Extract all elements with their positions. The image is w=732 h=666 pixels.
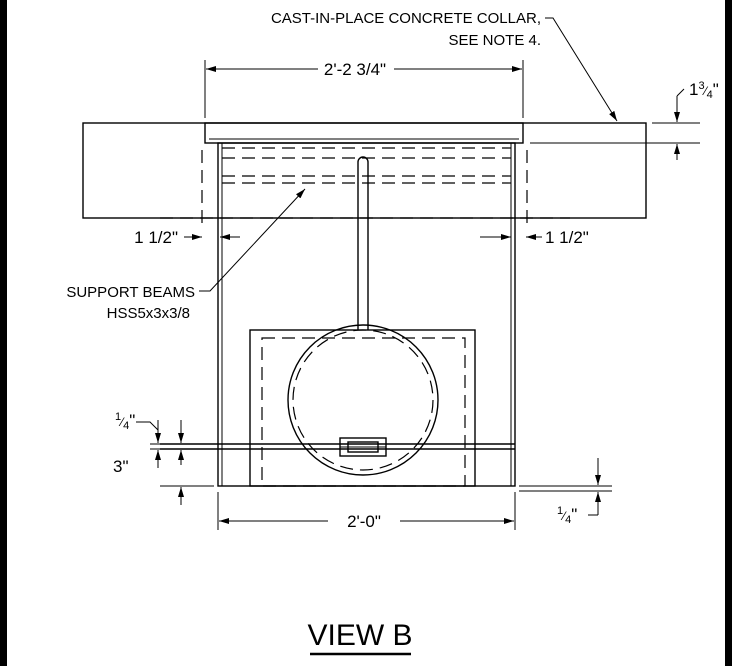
dim-bottom-quarter-label: 1⁄4" (557, 505, 577, 526)
handle-rod (357, 156, 369, 330)
dim-left-quarter-label: 1⁄4" (115, 411, 135, 432)
beams-note-line1: SUPPORT BEAMS (66, 284, 195, 301)
view-title-text: VIEW B (307, 619, 412, 652)
dim-plate-thickness: 13⁄4" (530, 80, 719, 160)
support-beams (222, 147, 511, 184)
collar-note-line1: CAST-IN-PLACE CONCRETE COLLAR, (271, 10, 541, 27)
collar-outline (82, 122, 647, 219)
dim-left-inset: 1 1/2" (134, 228, 240, 247)
valve-nut (339, 437, 387, 457)
view-title: VIEW B (307, 619, 413, 656)
dim-bottom-width: 2'-0" (217, 492, 516, 531)
dim-left-inset-label: 1 1/2" (134, 228, 178, 247)
dim-right-inset: 1 1/2" (480, 228, 589, 247)
dim-top-width-label: 2'-2 3/4" (324, 60, 386, 79)
dim-plate-thickness-label: 13⁄4" (689, 80, 719, 101)
dim-bottom-right: 1⁄4" (519, 458, 612, 526)
pipe-section (287, 324, 439, 476)
dim-left-floor: 1⁄4" 3" (113, 411, 214, 505)
dim-top-width: 2'-2 3/4" (204, 60, 524, 118)
frame-top-plate (204, 122, 524, 144)
beams-note-line2: HSS5x3x3/8 (107, 305, 190, 322)
dim-bottom-width-label: 2'-0" (347, 512, 381, 531)
valve-box (249, 329, 476, 487)
sheet-border-left (0, 0, 7, 666)
floor-plates (160, 443, 515, 450)
dim-right-inset-label: 1 1/2" (545, 228, 589, 247)
beams-callout: SUPPORT BEAMS HSS5x3x3/8 (66, 188, 306, 322)
wall-hidden-lines (201, 150, 528, 225)
concrete-collar (82, 122, 647, 219)
collar-callout: CAST-IN-PLACE CONCRETE COLLAR, SEE NOTE … (271, 10, 618, 122)
sheet-border-right (725, 0, 732, 666)
dim-left-gap-label: 3" (113, 457, 129, 476)
collar-note-line2: SEE NOTE 4. (448, 32, 541, 49)
